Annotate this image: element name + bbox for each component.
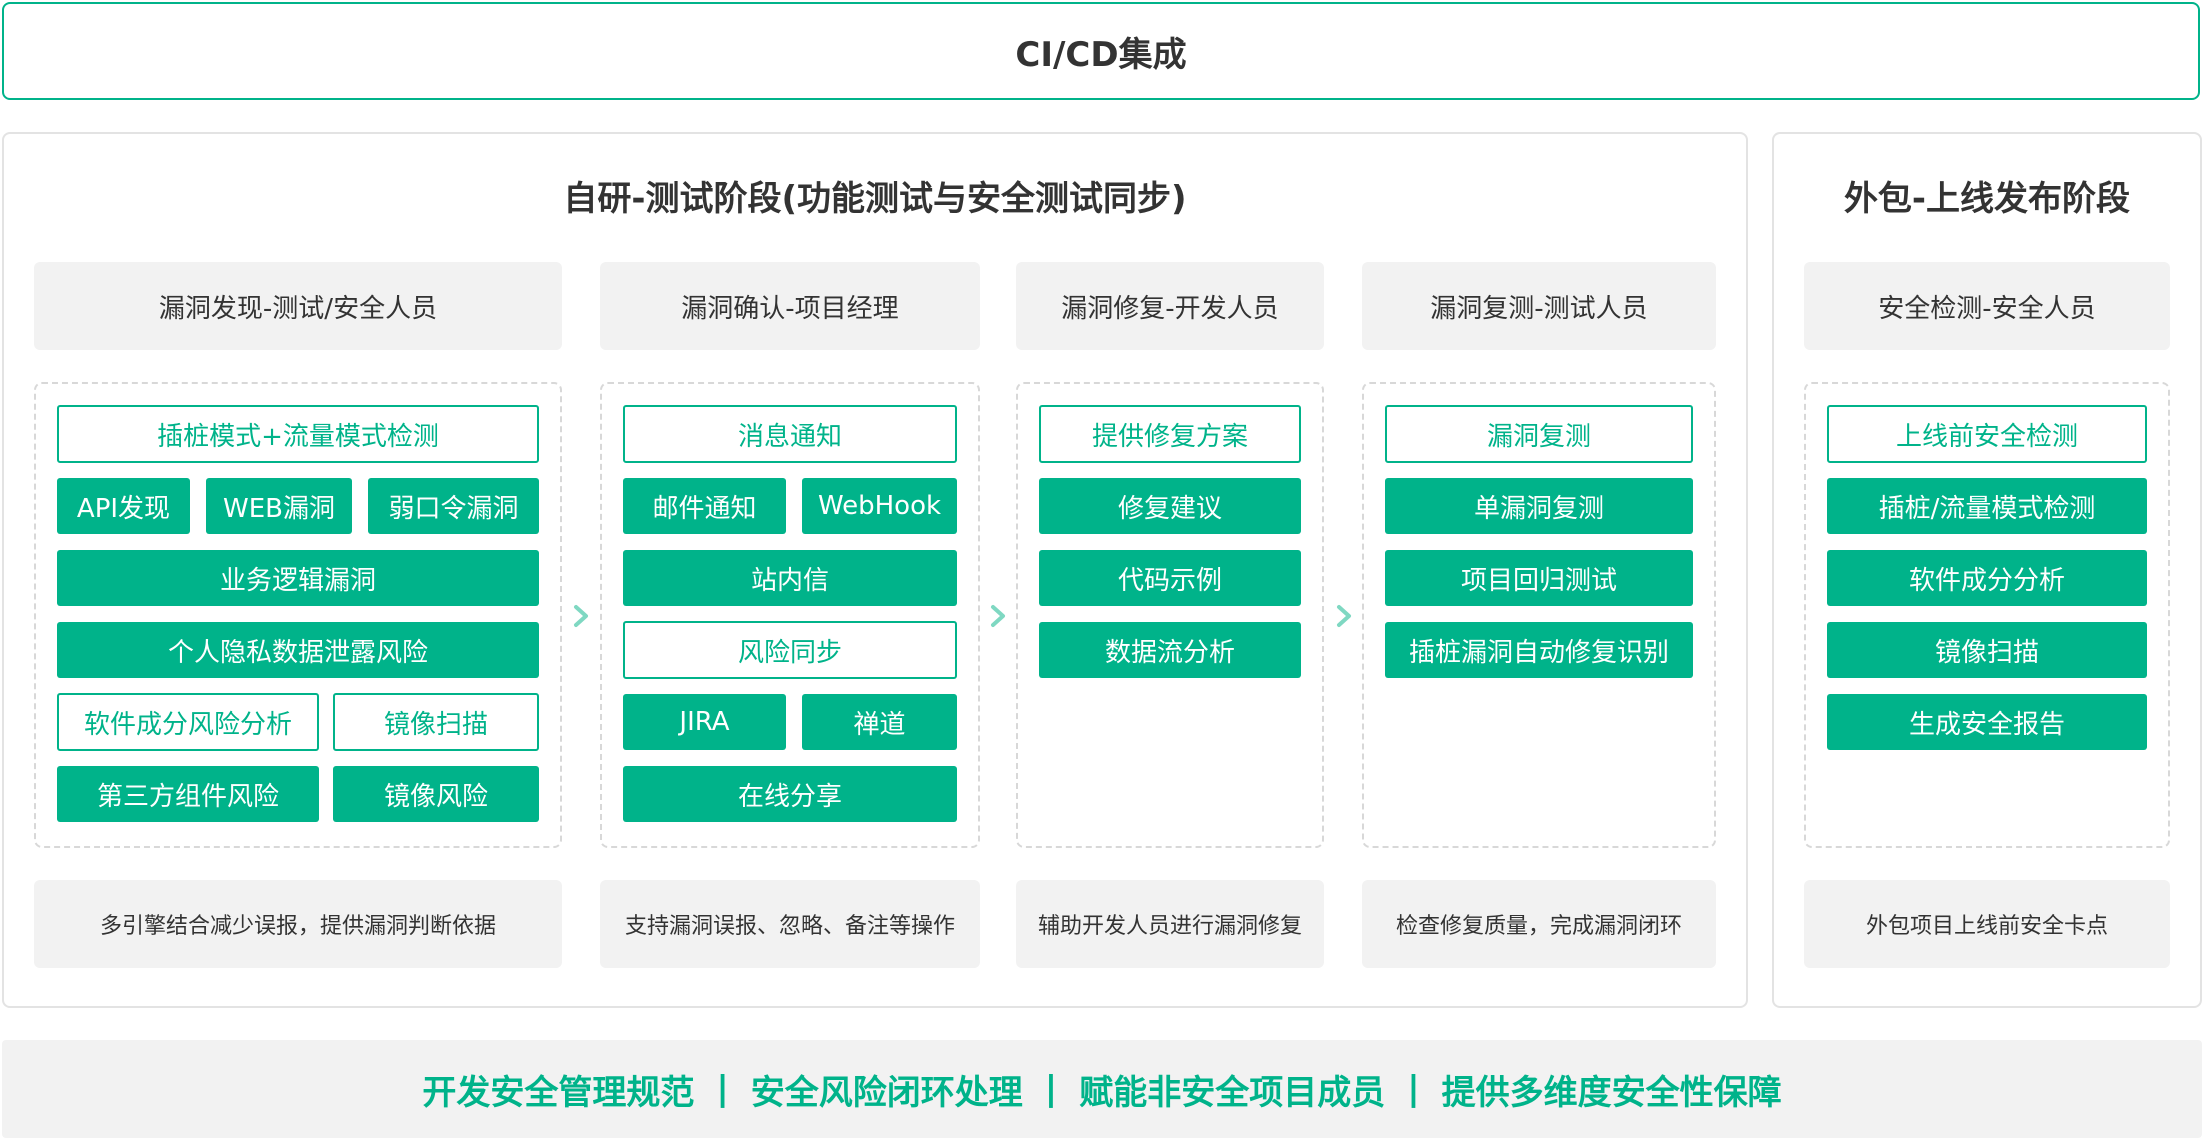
column-header-confirmation: 漏洞确认-项目经理 bbox=[600, 262, 980, 350]
summary-item-dev-security-standard: 开发安全管理规范 bbox=[422, 1072, 695, 1113]
cicd-integration-bar: CI/CD集成 bbox=[2, 2, 2200, 100]
chip-regression-test: 项目回归测试 bbox=[1385, 550, 1693, 606]
chip-fix-advice: 修复建议 bbox=[1039, 478, 1301, 534]
column-box-fix bbox=[1016, 382, 1324, 848]
in-house-testing-title: 自研-测试阶段(功能测试与安全测试同步) bbox=[563, 178, 1187, 219]
chip-zentao: 禅道 bbox=[802, 694, 957, 750]
column-footer-fix: 辅助开发人员进行漏洞修复 bbox=[1016, 880, 1324, 968]
column-footer-discovery: 多引擎结合减少误报，提供漏洞判断依据 bbox=[34, 880, 562, 968]
summary-item-multidimensional-security: 提供多维度安全性保障 bbox=[1441, 1072, 1782, 1113]
chip-privacy-leak: 个人隐私数据泄露风险 bbox=[57, 622, 539, 678]
chevron-right-icon bbox=[991, 605, 1005, 627]
chip-single-retest: 单漏洞复测 bbox=[1385, 478, 1693, 534]
chip-fix-plan: 提供修复方案 bbox=[1039, 405, 1301, 463]
chip-third-party-risk: 第三方组件风险 bbox=[57, 766, 319, 822]
chip-web-vulnerability: WEB漏洞 bbox=[206, 478, 352, 534]
chip-jira: JIRA bbox=[623, 694, 786, 750]
chip-image-risk: 镜像风险 bbox=[333, 766, 539, 822]
chevron-right-icon bbox=[574, 605, 588, 627]
column-footer-security-check: 外包项目上线前安全卡点 bbox=[1804, 880, 2170, 968]
summary-separator: | bbox=[1407, 1069, 1420, 1109]
outsource-release-title: 外包-上线发布阶段 bbox=[1843, 178, 2131, 219]
chip-sca: 软件成分分析 bbox=[1827, 550, 2147, 606]
cicd-label: CI/CD集成 bbox=[1015, 34, 1187, 75]
chip-iast-traffic: 插桩/流量模式检测 bbox=[1827, 478, 2147, 534]
chip-weak-password: 弱口令漏洞 bbox=[368, 478, 539, 534]
chip-image-scan: 镜像扫描 bbox=[333, 693, 539, 751]
column-header-security-check: 安全检测-安全人员 bbox=[1804, 262, 2170, 350]
summary-separator: | bbox=[1044, 1069, 1058, 1109]
chip-code-example: 代码示例 bbox=[1039, 550, 1301, 606]
summary-item-risk-closed-loop: 安全风险闭环处理 bbox=[750, 1072, 1023, 1113]
chip-iast-traffic-detection: 插桩模式+流量模式检测 bbox=[57, 405, 539, 463]
column-box-retest bbox=[1362, 382, 1716, 848]
column-footer-confirmation: 支持漏洞误报、忽略、备注等操作 bbox=[600, 880, 980, 968]
chip-api-discovery: API发现 bbox=[57, 478, 190, 534]
column-box-confirmation bbox=[600, 382, 980, 848]
column-box-discovery bbox=[34, 382, 562, 848]
chip-webhook: WebHook bbox=[802, 478, 957, 534]
chip-vuln-retest: 漏洞复测 bbox=[1385, 405, 1693, 463]
summary-bar: 开发安全管理规范 | 安全风险闭环处理 | 赋能非安全项目成员 | 提供多维度安… bbox=[2, 1040, 2202, 1138]
summary-item-empower-members: 赋能非安全项目成员 bbox=[1079, 1072, 1386, 1113]
chip-security-report: 生成安全报告 bbox=[1827, 694, 2147, 750]
chip-auto-fix-detect: 插桩漏洞自动修复识别 bbox=[1385, 622, 1693, 678]
chip-sca-risk: 软件成分风险分析 bbox=[57, 693, 319, 751]
chip-site-message: 站内信 bbox=[623, 550, 957, 606]
summary-separator: | bbox=[716, 1069, 729, 1109]
chip-risk-sync: 风险同步 bbox=[623, 621, 957, 679]
column-header-discovery: 漏洞发现-测试/安全人员 bbox=[34, 262, 562, 350]
chip-dataflow-analysis: 数据流分析 bbox=[1039, 622, 1301, 678]
chip-email-notify: 邮件通知 bbox=[623, 478, 786, 534]
chip-prerelease-check: 上线前安全检测 bbox=[1827, 405, 2147, 463]
column-footer-retest: 检查修复质量，完成漏洞闭环 bbox=[1362, 880, 1716, 968]
chip-image-scan-outsource: 镜像扫描 bbox=[1827, 622, 2147, 678]
chip-message-notify: 消息通知 bbox=[623, 405, 957, 463]
chip-business-logic: 业务逻辑漏洞 bbox=[57, 550, 539, 606]
column-header-retest: 漏洞复测-测试人员 bbox=[1362, 262, 1716, 350]
column-header-fix: 漏洞修复-开发人员 bbox=[1016, 262, 1324, 350]
chip-online-share: 在线分享 bbox=[623, 766, 957, 822]
column-box-security-check bbox=[1804, 382, 2170, 848]
chevron-right-icon bbox=[1337, 605, 1351, 627]
